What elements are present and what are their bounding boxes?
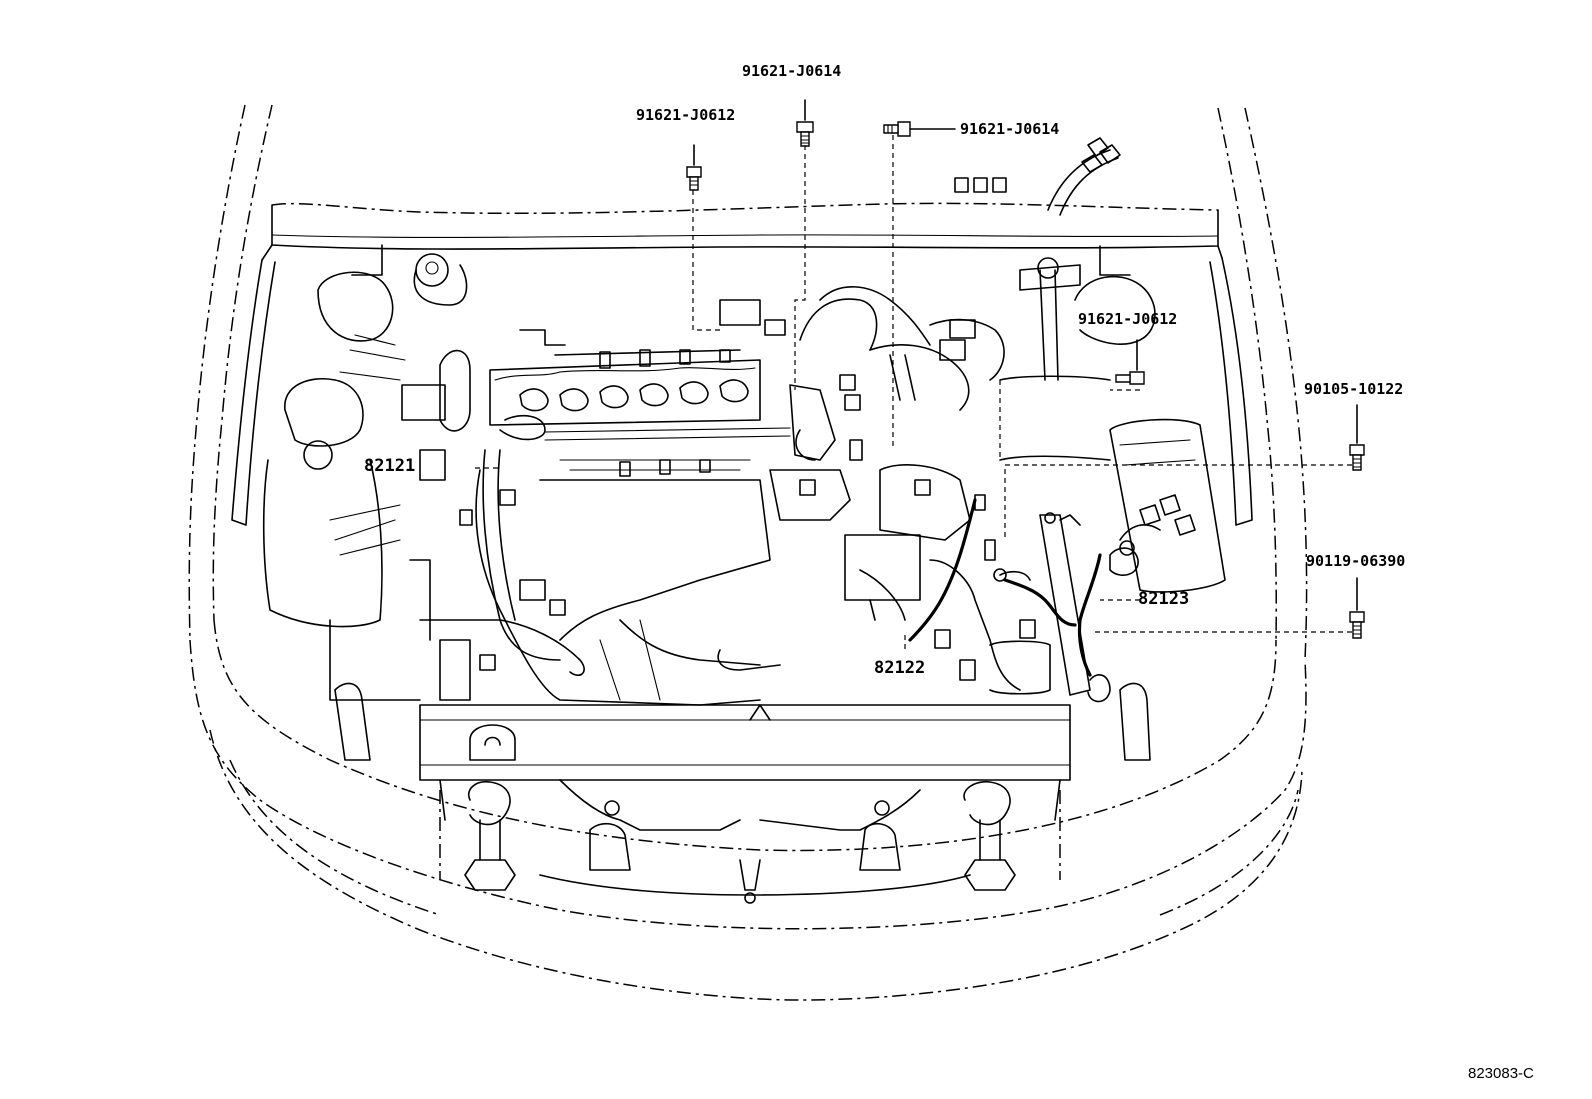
part-label-82121: 82121 [364, 456, 416, 476]
part-label-90105-10122: 90105-10122 [1304, 380, 1404, 398]
part-label-91621-j0612-right: 91621-J0612 [1078, 310, 1178, 328]
cowl-panel [261, 202, 1223, 261]
bolt-91621-j0612-right [1115, 339, 1145, 385]
part-label-91621-j0612-left: 91621-J0612 [636, 106, 736, 124]
bolt-90105-10122 [1349, 404, 1365, 471]
part-label-90119-06390: 90119-06390 [1306, 552, 1406, 570]
left-components [262, 253, 471, 701]
figure-code: 823083-C [1468, 1065, 1534, 1082]
part-label-91621-j0614-top: 91621-J0614 [742, 62, 842, 80]
engine-block [419, 449, 781, 706]
front-radiator [334, 682, 1151, 904]
engine-head [489, 299, 791, 441]
right-components [954, 137, 1226, 703]
part-label-82123: 82123 [1138, 589, 1190, 609]
bolt-91621-j0614-horizontal [883, 121, 956, 137]
transmission [844, 464, 1051, 695]
part-label-82122: 82122 [874, 658, 926, 678]
body-outline [188, 104, 1308, 1001]
leader-lines [475, 135, 1352, 650]
fender-aprons [231, 244, 1253, 526]
battery-cables [908, 498, 1161, 677]
part-label-91621-j0614-right: 91621-J0614 [960, 120, 1060, 138]
bolt-91621-j0612-left [686, 144, 702, 191]
bolt-91621-j0614-top [796, 99, 814, 147]
air-intake [769, 286, 1005, 521]
bolt-90119-06390 [1349, 577, 1365, 639]
